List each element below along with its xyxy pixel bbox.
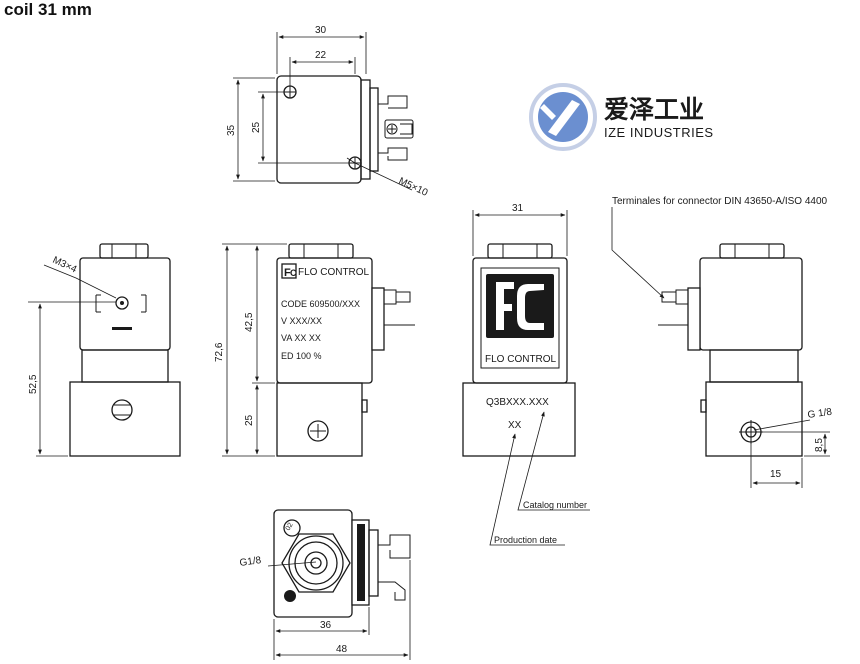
rear-catalog-code: Q3BXXX.XXX	[486, 397, 549, 408]
front-view: F C FLO CONTROL CODE 609500/XXX V XXX/XX…	[214, 243, 415, 457]
left-height-dim: 52,5	[28, 374, 39, 394]
rear-width-dim: 31	[512, 203, 524, 214]
flo-control-logo-icon: F C	[281, 263, 297, 279]
left-view: M3×4 52,5	[28, 243, 181, 457]
logo-name-en: IZE INDUSTRIES	[604, 125, 714, 140]
front-coil-height-dim: 42,5	[244, 312, 255, 332]
top-width-inner-dim: 22	[315, 50, 327, 61]
top-screw-callout: M5×10	[397, 176, 430, 199]
bottom-total-width-dim: 48	[336, 644, 348, 655]
front-brand: FLO CONTROL	[298, 267, 370, 278]
left-thread-callout: M3×4	[51, 255, 79, 276]
bottom-view: FLO CONTROL 02 F G1/8 36 48	[239, 509, 411, 660]
bottom-side-brand: FLO CONTROL	[358, 549, 365, 600]
rear-date-code: XX	[508, 420, 522, 431]
front-voltage-line: V XXX/XX	[281, 316, 322, 326]
top-height-inner-dim: 25	[251, 121, 262, 133]
top-view: 30 22 35 25 M5×10	[226, 25, 430, 199]
bottom-badge: 02	[285, 522, 295, 532]
bottom-body-width-dim: 36	[320, 620, 332, 631]
bottom-port-callout: G1/8	[239, 555, 262, 569]
rear-view: FLO CONTROL Q3BXXX.XXX XX 31 Catalog num…	[462, 203, 590, 546]
top-height-outer-dim: 35	[226, 124, 237, 136]
side-port-offset-dim: 15	[770, 469, 782, 480]
svg-text:F: F	[284, 267, 291, 279]
side-port-callout: G 1/8	[807, 407, 833, 421]
side-port-height-dim: 8,5	[814, 438, 825, 452]
rear-date-label: Production date	[494, 535, 557, 545]
side-terminal-note: Terminales for connector DIN 43650-A/ISO…	[612, 196, 828, 207]
logo-name-cn: 爱泽工业	[604, 96, 704, 124]
front-total-height-dim: 72,6	[214, 342, 225, 362]
side-view: Terminales for connector DIN 43650-A/ISO…	[611, 196, 833, 488]
front-ed-line: ED 100 %	[281, 351, 322, 361]
bottom-flo-logo-icon: F	[284, 590, 296, 602]
rear-brand: FLO CONTROL	[485, 354, 557, 365]
front-va-line: VA XX XX	[281, 333, 321, 343]
logo-ring-icon	[529, 83, 597, 151]
front-body-height-dim: 25	[244, 414, 255, 426]
rear-catalog-label: Catalog number	[523, 500, 587, 510]
page-heading: coil 31 mm	[4, 0, 92, 19]
logo-swoosh-icon	[548, 100, 580, 136]
top-width-outer-dim: 30	[315, 25, 327, 36]
front-code-line: CODE 609500/XXX	[281, 299, 360, 309]
flo-control-big-logo-icon	[486, 274, 554, 338]
svg-text:C: C	[290, 268, 297, 278]
ize-logo: 爱泽工业 IZE INDUSTRIES	[529, 83, 714, 151]
svg-text:F: F	[287, 594, 292, 601]
